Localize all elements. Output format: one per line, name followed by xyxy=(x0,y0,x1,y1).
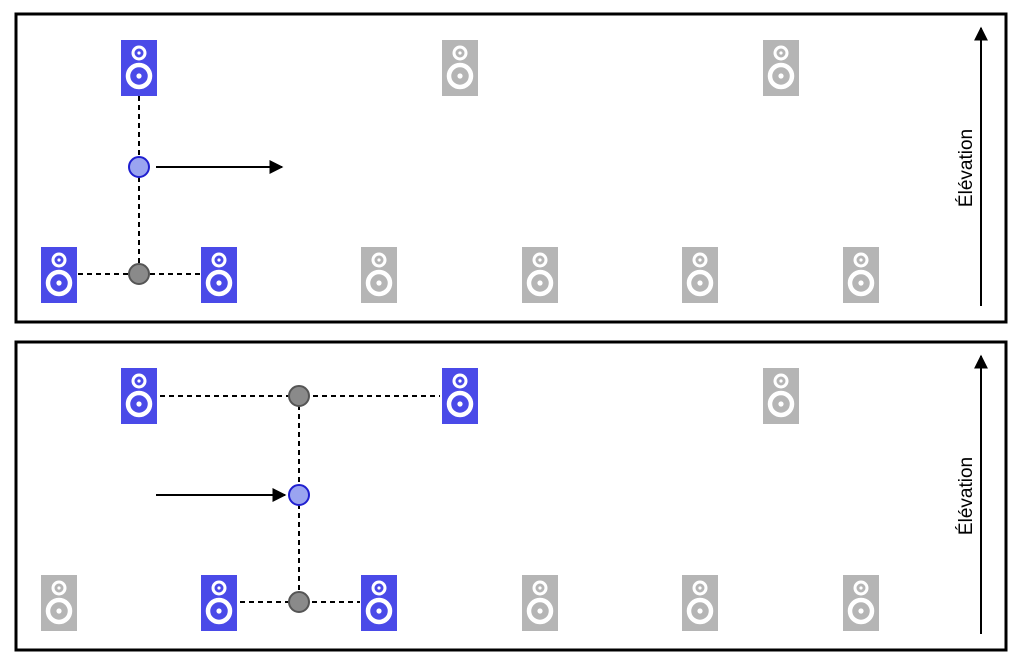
speaker-icon xyxy=(41,247,77,303)
speaker-icon xyxy=(442,40,478,96)
speaker-icon xyxy=(682,247,718,303)
speaker-icon xyxy=(522,575,558,631)
virtual-source-node[interactable] xyxy=(288,484,310,506)
phantom-source-node-lower xyxy=(288,591,310,613)
elevation-axis-label: Élévation xyxy=(956,129,977,207)
speaker-icon xyxy=(843,247,879,303)
panel-bottom-speakers xyxy=(41,368,879,631)
speaker-icon xyxy=(121,368,157,424)
phantom-source-node-upper xyxy=(288,385,310,407)
speaker-icon xyxy=(763,368,799,424)
speaker-icon xyxy=(121,40,157,96)
phantom-source-node xyxy=(128,263,150,285)
speaker-icon xyxy=(763,40,799,96)
panel-bottom: Élévation xyxy=(14,340,1008,652)
panel-top: Élévation xyxy=(14,12,1008,324)
speaker-icon xyxy=(843,575,879,631)
speaker-icon xyxy=(442,368,478,424)
elevation-axis-label: Élévation xyxy=(956,457,977,535)
speaker-icon xyxy=(361,247,397,303)
panel-top-speakers xyxy=(41,40,879,303)
speaker-icon xyxy=(361,575,397,631)
speaker-icon xyxy=(41,575,77,631)
speaker-icon xyxy=(201,575,237,631)
speaker-icon xyxy=(201,247,237,303)
virtual-source-node[interactable] xyxy=(128,156,150,178)
speaker-icon xyxy=(682,575,718,631)
speaker-icon xyxy=(522,247,558,303)
